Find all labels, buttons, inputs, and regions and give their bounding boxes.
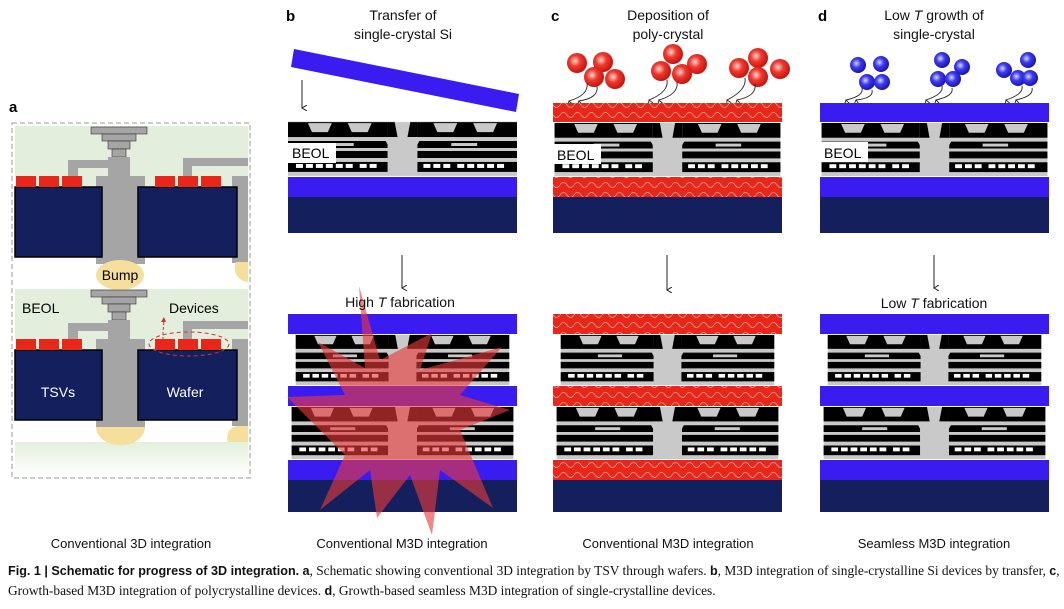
heat-damage-starburst (287, 286, 510, 535)
wafer-block (14, 186, 103, 258)
beol-label: BEOL (824, 145, 862, 161)
panel-c: c Deposition of poly-crystal BEOL Conven… (551, 7, 790, 551)
devices (16, 339, 221, 350)
panel-d: d Low T growth of single-crystal BEOL Lo… (818, 7, 1049, 551)
caption-text: , Growth-based seamless M3D integration … (332, 583, 716, 598)
transferred-si-layer (291, 49, 519, 112)
deposition-arrows (569, 77, 756, 101)
bump (96, 260, 144, 290)
panel-letter-a: a (9, 99, 18, 116)
panel-c-title-line1: Deposition of (627, 7, 709, 23)
caption-letter: b (709, 564, 718, 578)
beol-label: BEOL (557, 147, 595, 163)
wafer-label: Wafer (167, 384, 204, 400)
caption-text: , Schematic showing conventional 3D inte… (309, 563, 707, 578)
devices (16, 176, 221, 187)
bump-label: Bump (102, 267, 139, 283)
wafer-block (137, 349, 238, 421)
panel-c-title-line2: poly-crystal (633, 26, 704, 42)
panel-b-title-line1: Transfer of (369, 7, 436, 23)
wafer-block (137, 186, 238, 258)
tier-2: BEOL Devices TSVs Wafer (14, 289, 248, 446)
caption-letter: c (1049, 564, 1057, 578)
growth-arrows (846, 85, 1033, 100)
caption-text: , Growth-based M3D integration of polycr… (8, 563, 1060, 598)
devices-highlight (148, 331, 230, 357)
panel-letter-d: d (818, 8, 827, 25)
caption-letter: d (324, 584, 333, 598)
single-crystal-atoms (850, 52, 1038, 90)
devices-label: Devices (169, 300, 219, 316)
panel-a-frame (11, 122, 251, 479)
panel-b-caption: Conventional M3D integration (316, 536, 487, 551)
tier-1: Bump (14, 126, 248, 290)
panel-d-title-line2: single-crystal (893, 26, 975, 42)
panel-letter-b: b (286, 8, 295, 25)
panel-b-title-line2: single-crystal Si (354, 26, 452, 42)
beol-label: BEOL (292, 145, 330, 161)
step-label: High T fabrication (345, 294, 455, 310)
bump (96, 427, 145, 446)
caption-text: , M3D integration of single-crystalline … (717, 563, 1046, 578)
figure-canvas: a Bump BEOL Devices TSVs Wafer Conventio… (9, 7, 1049, 551)
arrow-icon (161, 317, 166, 322)
panel-d-caption: Seamless M3D integration (858, 536, 1010, 551)
panel-letter-c: c (551, 8, 559, 25)
poly-atoms (567, 44, 790, 89)
caption-title: Fig. 1 | Schematic for progress of 3D in… (8, 564, 300, 578)
panel-d-title-line1: Low T growth of (884, 7, 984, 23)
panel-b: b Transfer of single-crystal Si BEOL Hig… (286, 7, 519, 551)
stack-d (820, 314, 1049, 512)
beol-label: BEOL (22, 300, 60, 316)
panel-a-caption: Conventional 3D integration (51, 536, 211, 551)
panel-c-caption: Conventional M3D integration (582, 536, 753, 551)
panel-a: a Bump BEOL Devices TSVs Wafer Conventio… (9, 99, 251, 551)
step-label: Low T fabrication (881, 295, 988, 311)
stack-c (553, 314, 782, 512)
tsvs-label: TSVs (41, 384, 75, 400)
caption-letter: a (302, 564, 310, 578)
figure-caption: Fig. 1 | Schematic for progress of 3D in… (8, 561, 1060, 601)
